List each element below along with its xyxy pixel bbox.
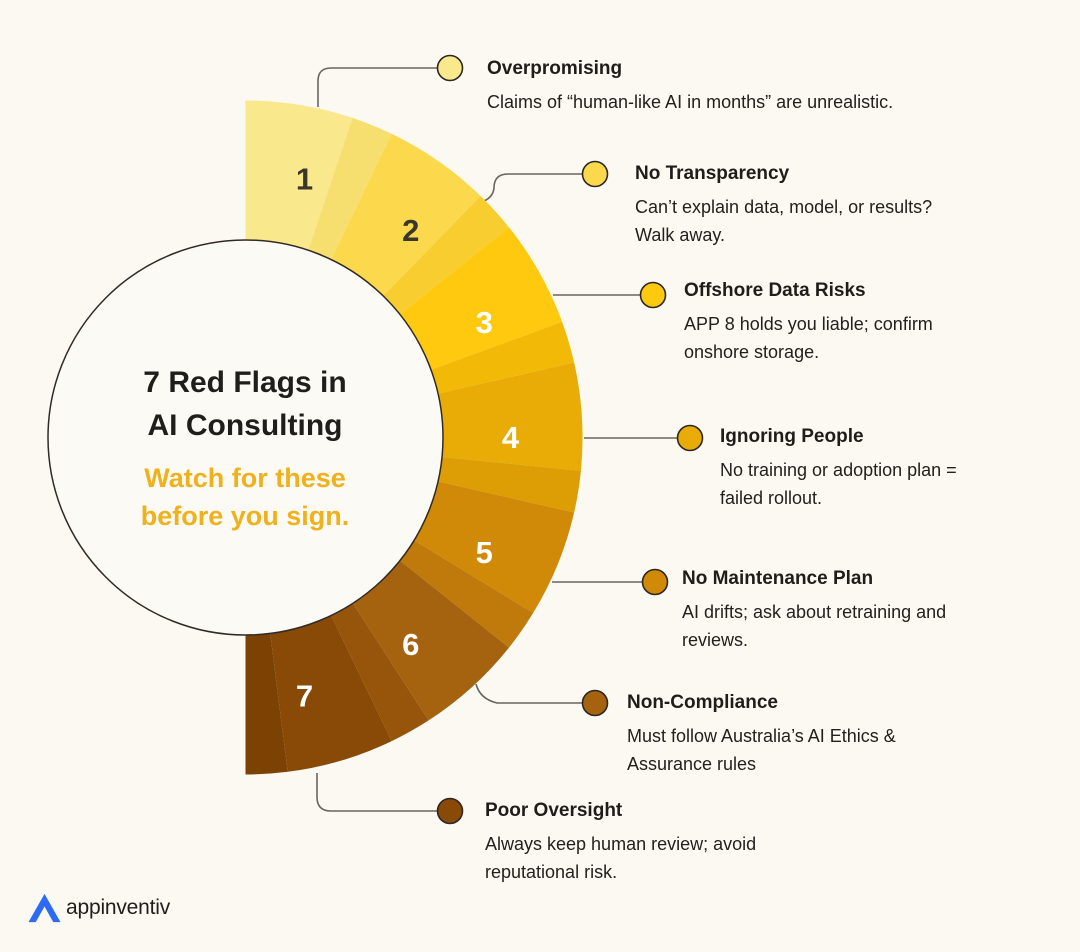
callout-title: Offshore Data Risks: [684, 280, 866, 301]
callout-description: No training or adoption plan = failed ro…: [720, 460, 957, 508]
callout-offshore-data-risks: Offshore Data Risks APP 8 holds you liab…: [684, 278, 933, 366]
wedge-number-1: 1: [296, 162, 313, 197]
callout-dot-6: [581, 689, 609, 717]
callout-title: Poor Oversight: [485, 800, 623, 821]
wedge-number-3: 3: [476, 305, 493, 340]
callout-dot-3: [639, 281, 667, 309]
center-circle: [47, 239, 444, 636]
connector-line-6: [475, 683, 583, 704]
center-title-line-1: 7 Red Flags in: [143, 366, 347, 399]
callout-title: Overpromising: [487, 58, 623, 79]
callout-description: APP 8 holds you liable; confirm onshore …: [684, 314, 933, 362]
callout-title: No Maintenance Plan: [682, 568, 874, 589]
callout-dot-4: [676, 424, 704, 452]
callout-dot-2: [581, 160, 609, 188]
callout-dot-5: [641, 568, 669, 596]
wedge-number-6: 6: [402, 627, 419, 662]
center-subtitle-line-1: Watch for these: [144, 463, 346, 493]
center-label: 7 Red Flags in AI Consulting Watch for t…: [65, 361, 425, 535]
wedge-number-7: 7: [296, 678, 313, 713]
callout-dot-1: [436, 54, 464, 82]
callout-title: No Transparency: [635, 163, 790, 184]
callout-description: Must follow Australia’s AI Ethics & Assu…: [627, 726, 896, 774]
connector-lines: [316, 67, 678, 812]
callout-description: AI drifts; ask about retraining and revi…: [682, 602, 947, 650]
callout-no-maintenance-plan: No Maintenance Plan AI drifts; ask about…: [682, 566, 946, 654]
callout-title: Non-Compliance: [627, 692, 778, 713]
appinventiv-a-icon: [28, 893, 61, 923]
wedge-number-4: 4: [502, 420, 520, 455]
connector-line-2: [483, 173, 583, 202]
callout-no-transparency: No Transparency Can’t explain data, mode…: [635, 161, 932, 249]
callout-overpromising: Overpromising Claims of “human-like AI i…: [487, 56, 893, 116]
callout-description: Always keep human review; avoid reputati…: [485, 834, 757, 882]
callout-title: Ignoring People: [720, 426, 864, 447]
wedge-number-5: 5: [476, 535, 493, 570]
wedge-number-2: 2: [402, 213, 419, 248]
callout-description: Claims of “human-like AI in months” are …: [487, 92, 894, 112]
appinventiv-logo: appinventiv: [28, 893, 170, 923]
center-subtitle: Watch for these before you sign.: [65, 459, 425, 535]
callout-poor-oversight: Poor Oversight Always keep human review;…: [485, 798, 756, 886]
center-title-line-2: AI Consulting: [147, 409, 343, 442]
logo-text: appinventiv: [66, 896, 171, 919]
connector-line-7: [316, 773, 438, 812]
wedge-numbers: 1 2 3 4 5 6 7: [296, 162, 520, 714]
connector-line-1: [317, 67, 438, 107]
center-subtitle-line-2: before you sign.: [140, 501, 350, 531]
callout-description: Can’t explain data, model, or results? W…: [635, 197, 933, 245]
callout-ignoring-people: Ignoring People No training or adoption …: [720, 424, 957, 512]
callout-dot-7: [436, 797, 464, 825]
callout-non-compliance: Non-Compliance Must follow Australia’s A…: [627, 690, 896, 778]
callout-dots: [436, 54, 704, 825]
